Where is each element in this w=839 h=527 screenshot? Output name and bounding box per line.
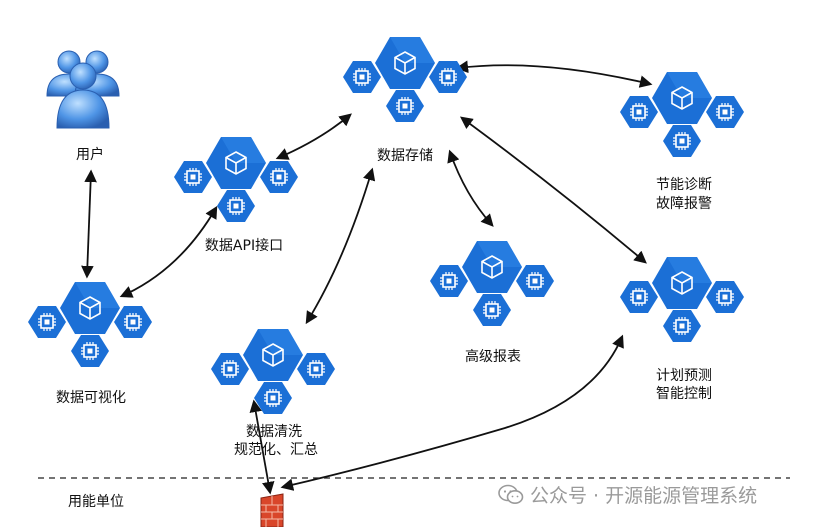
watermark: 公众号 · 开源能源管理系统 — [498, 481, 757, 508]
connectors — [81, 60, 653, 495]
arrow-user-visualization — [81, 169, 97, 279]
label-user: 用户 — [76, 147, 104, 163]
label-cleaning-line1: 数据清洗 — [246, 424, 302, 440]
wechat-icon — [498, 484, 524, 504]
label-visualization: 数据可视化 — [56, 390, 126, 406]
label-plan-line1: 计划预测 — [656, 368, 712, 384]
node-visualization — [28, 282, 152, 367]
arrow-firewall-cleaning — [249, 399, 275, 495]
arrow-storage-report — [447, 149, 494, 227]
label-plan-line2: 智能控制 — [656, 386, 712, 402]
label-diagnosis-line2: 故障报警 — [656, 196, 712, 212]
node-diagnosis — [620, 72, 744, 157]
node-plan — [620, 257, 744, 342]
label-diagnosis-line1: 节能诊断 — [656, 177, 712, 193]
label-cleaning-line2: 规范化、汇总 — [234, 442, 318, 458]
node-cleaning — [211, 329, 335, 414]
label-report: 高级报表 — [465, 349, 521, 365]
arrow-storage-plan — [459, 116, 647, 264]
watermark-text: 公众号 · 开源能源管理系统 — [530, 485, 758, 507]
node-api — [174, 137, 298, 222]
node-storage — [343, 37, 467, 122]
arrow-storage-diagnosis — [455, 60, 653, 88]
arrow-visualization-api — [119, 205, 218, 298]
arrow-plan-firewall — [280, 334, 624, 491]
label-api: 数据API接口 — [204, 238, 284, 254]
arrow-api-storage — [275, 113, 352, 160]
label-storage: 数据存储 — [377, 148, 433, 164]
users-icon — [46, 50, 120, 129]
firewall-icon — [260, 493, 284, 527]
arrow-storage-cleaning — [305, 167, 376, 325]
label-boundary: 用能单位 — [68, 494, 124, 510]
node-report — [430, 241, 554, 326]
